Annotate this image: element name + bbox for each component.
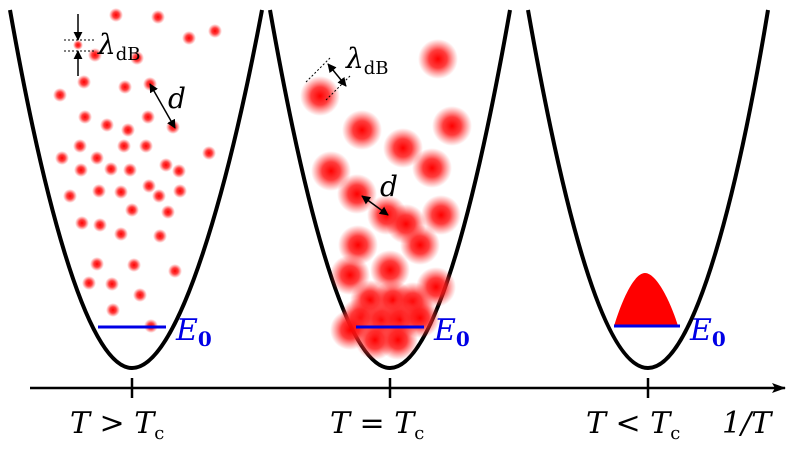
particle [125, 203, 139, 217]
svg-text:λdB: λdB [345, 42, 389, 79]
particle [166, 120, 180, 134]
particle [412, 148, 452, 188]
particle [182, 31, 196, 45]
particle [118, 80, 132, 94]
particle [161, 205, 175, 219]
condition-label-3: T < Tc [586, 406, 680, 444]
particle [74, 163, 88, 177]
particle [117, 139, 131, 153]
particle [88, 48, 102, 62]
energy-label-2: E0 [433, 313, 470, 351]
particle [173, 184, 187, 198]
particle [92, 184, 106, 198]
particle [82, 276, 96, 290]
particle [311, 151, 351, 191]
energy-label-1: E0 [175, 313, 212, 351]
particle [378, 320, 418, 360]
de-broglie-indicator-2: λdB [305, 42, 389, 101]
particle [139, 139, 153, 153]
svg-text:d: d [380, 170, 398, 203]
particle [338, 225, 378, 265]
particle [105, 277, 119, 291]
particle [90, 151, 104, 165]
energy-label-3: E0 [689, 313, 726, 351]
particle [141, 110, 155, 124]
particle [109, 8, 123, 22]
particle [342, 110, 382, 150]
potential-well-2 [268, 9, 512, 371]
particles-group-1 [53, 8, 222, 333]
particle [93, 218, 107, 232]
svg-text:d: d [168, 82, 186, 115]
particle [114, 185, 128, 199]
particle [172, 164, 186, 178]
particle [400, 225, 440, 265]
particle [123, 163, 137, 177]
particle [104, 162, 118, 176]
particle [153, 229, 167, 243]
particle [142, 179, 156, 193]
particle [208, 24, 222, 38]
particle [78, 110, 92, 124]
particle [152, 189, 166, 203]
particle [130, 51, 144, 65]
particle [55, 151, 69, 165]
potential-well-1 [8, 9, 264, 371]
particle [421, 195, 461, 235]
particle [75, 216, 89, 230]
condensate-peak [614, 273, 678, 326]
particle [133, 288, 147, 302]
particle [106, 303, 120, 317]
particle [370, 250, 410, 290]
particle [77, 75, 91, 89]
particle [159, 158, 173, 172]
particle [121, 123, 135, 137]
condition-label-2: T = Tc [330, 406, 424, 444]
de-broglie-indicator-1: λdB [64, 14, 141, 76]
interparticle-distance-2: d [361, 170, 398, 216]
potential-well-3 [526, 9, 770, 371]
particle [73, 139, 87, 153]
svg-text:λdB: λdB [97, 28, 141, 65]
particle [432, 106, 472, 146]
particle [168, 264, 182, 278]
particle [151, 10, 165, 24]
particle [383, 128, 423, 168]
particle [330, 310, 370, 350]
particle [53, 88, 67, 102]
particle [202, 146, 216, 160]
particle [100, 118, 114, 132]
interparticle-distance-1: d [149, 82, 186, 129]
axis-label: 1/T [722, 406, 773, 441]
particle [127, 258, 141, 272]
condition-label-1: T > Tc [70, 406, 164, 444]
particle [63, 189, 77, 203]
particle [418, 39, 458, 79]
particle [114, 227, 128, 241]
particle [90, 257, 104, 271]
particles-group-2 [300, 39, 472, 360]
